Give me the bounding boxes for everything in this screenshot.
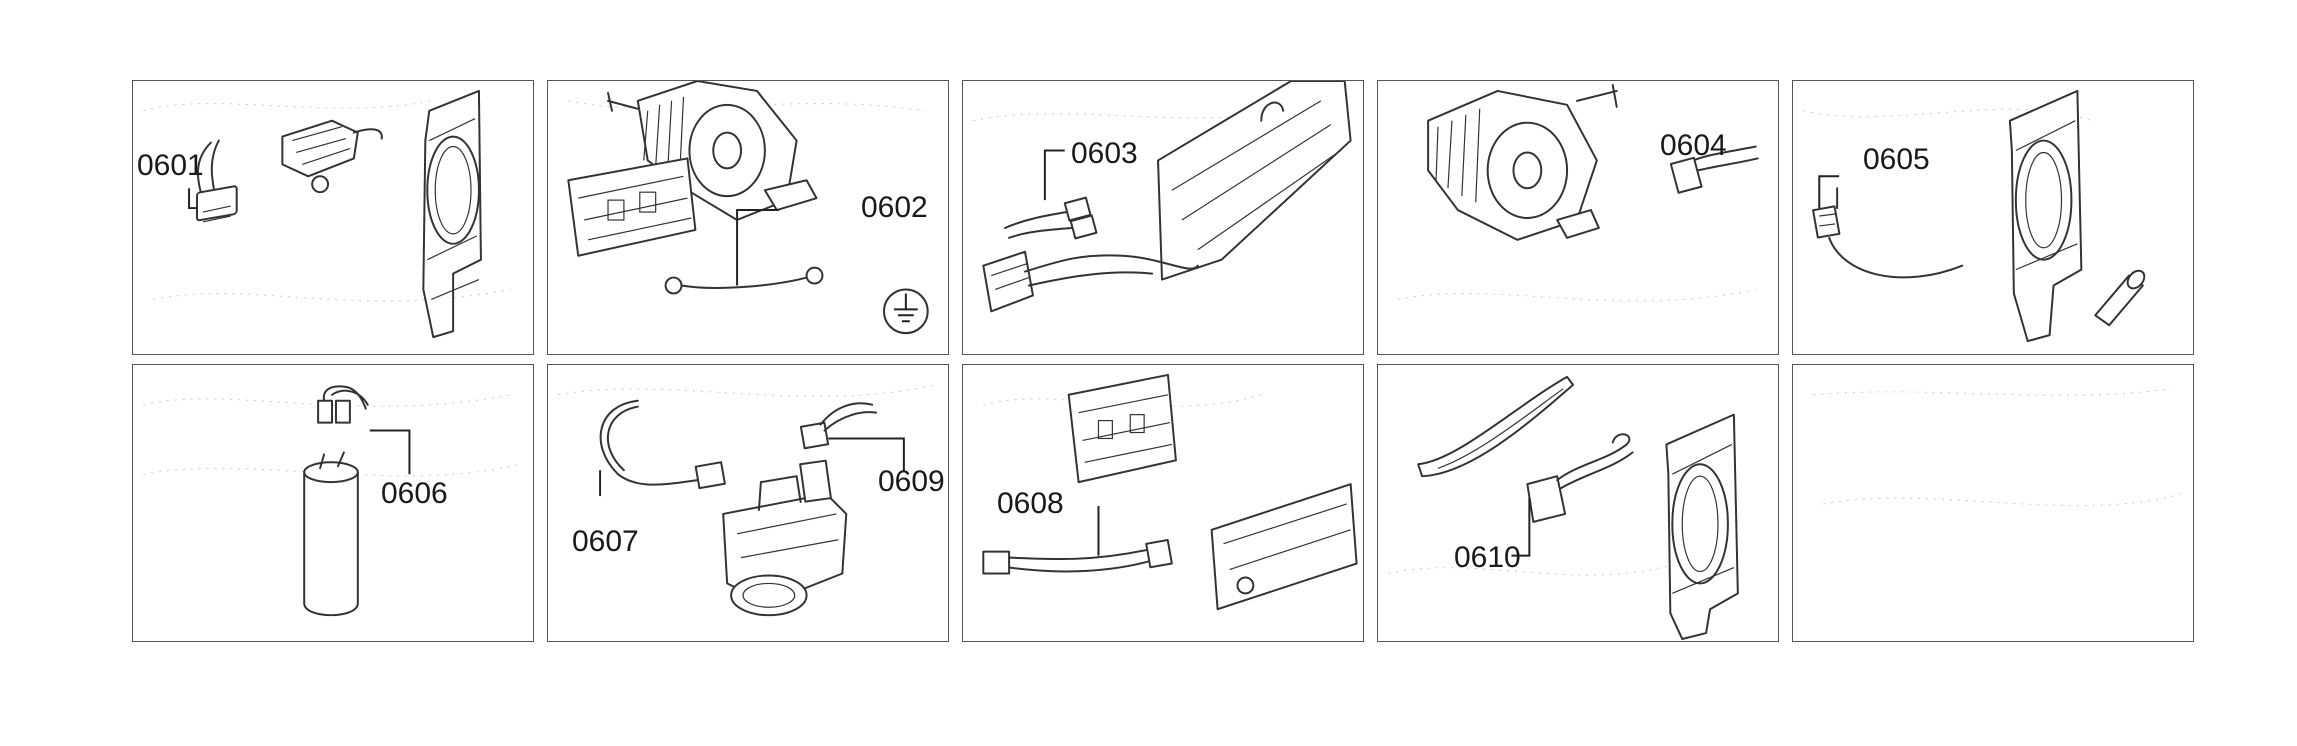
panel-0604-drawing	[1398, 83, 1759, 302]
panel-0603-drawing	[973, 81, 1352, 313]
control-board	[1067, 373, 1177, 484]
panel-empty	[1792, 364, 2194, 642]
drive-motor	[1427, 83, 1618, 241]
pin-part	[2094, 269, 2146, 327]
callout-0609: 0609	[878, 465, 945, 498]
panel-0610: 0610	[1377, 364, 1779, 642]
callout-0601: 0601	[137, 149, 204, 182]
panel-0602-drawing	[567, 81, 929, 335]
panel-0610-drawing	[1388, 375, 1739, 641]
callout-0608: 0608	[997, 487, 1064, 520]
heater-element	[1417, 375, 1575, 478]
leader-line-0609	[828, 437, 905, 473]
panel-0601: 0601	[132, 80, 534, 355]
sensor-wire-0605	[1812, 187, 1964, 279]
duct-housing	[1157, 81, 1352, 281]
callout-0607: 0607	[572, 525, 639, 558]
panel-0607-0609: 0607 0609	[547, 364, 949, 642]
ground-strap-0602	[664, 266, 824, 295]
panel-0606-drawing	[143, 385, 521, 617]
capacitor	[303, 451, 359, 617]
leader-line-0602	[736, 209, 779, 286]
ground-symbol-icon	[883, 288, 929, 335]
callout-0606: 0606	[381, 477, 448, 510]
leader-line-0601	[188, 188, 197, 210]
panel-0604: 0604	[1377, 80, 1779, 355]
connector-0604	[1669, 145, 1759, 194]
panel-0601-drawing	[143, 89, 511, 339]
leader-line-0603	[1043, 149, 1065, 201]
panel-empty-drawing	[1813, 388, 2181, 507]
panel-0605: 0605	[1792, 80, 2194, 355]
capacitor-wire-0606	[317, 385, 369, 424]
sensor-0610	[1526, 433, 1634, 523]
drum-back-panel	[1665, 413, 1739, 641]
panel-0607-0609-drawing	[558, 384, 936, 617]
wire-harness-0601	[196, 139, 238, 223]
drum-back-panel	[2008, 89, 2083, 343]
callout-0602: 0602	[861, 191, 928, 224]
display-board	[1210, 483, 1358, 611]
wire-0607	[599, 399, 726, 490]
pump-assembly	[722, 459, 848, 617]
panel-0603: 0603	[962, 80, 1364, 355]
callout-0605: 0605	[1863, 143, 1930, 176]
panel-0608-drawing	[982, 373, 1358, 611]
panel-0602: 0602	[547, 80, 949, 355]
callout-0604: 0604	[1660, 129, 1727, 162]
wire-harness-0608	[982, 539, 1173, 575]
leader-line-0606	[369, 429, 411, 475]
connector-block	[982, 250, 1199, 313]
drum-back-panel	[422, 89, 482, 339]
panel-0605-drawing	[1803, 89, 2146, 343]
callout-0610: 0610	[1454, 541, 1521, 574]
callout-0603: 0603	[1071, 137, 1138, 170]
leader-line-0605	[1818, 175, 1840, 209]
panel-0608: 0608	[962, 364, 1364, 642]
panel-0606: 0606	[132, 364, 534, 642]
wire-harness-0603	[1004, 196, 1098, 240]
leader-line-0610	[1511, 498, 1531, 557]
control-board	[567, 157, 697, 257]
connector-0609	[799, 402, 878, 450]
sensor-bracket	[281, 119, 383, 194]
